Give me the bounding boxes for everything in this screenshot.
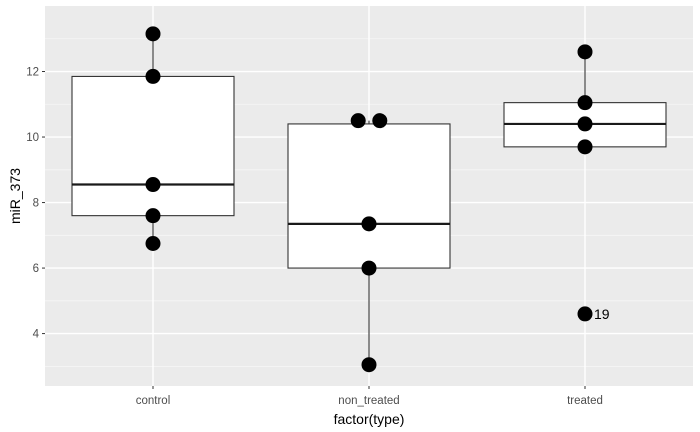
- y-tick-label: 4: [33, 329, 40, 341]
- box-control: [71, 75, 235, 217]
- data-point-control: [145, 26, 161, 42]
- annotations: 19: [594, 306, 610, 322]
- y-tick-label: 10: [26, 132, 39, 144]
- data-point-treated: [577, 95, 593, 111]
- data-point-control: [145, 68, 161, 84]
- point-label: 19: [594, 306, 610, 322]
- points: [145, 26, 593, 373]
- data-point-non_treated: [372, 113, 388, 129]
- data-point-non_treated: [361, 216, 377, 232]
- y-tick-label: 6: [33, 263, 39, 275]
- data-point-control: [145, 208, 161, 224]
- data-point-non_treated: [350, 113, 366, 129]
- x-tick-label-control: control: [136, 395, 171, 407]
- data-point-control: [145, 236, 161, 251]
- data-point-treated: [577, 44, 593, 60]
- y-tick-label: 8: [33, 198, 39, 210]
- x-axis-ticks: control non_treated treated: [136, 386, 603, 407]
- data-point-treated: [577, 139, 593, 155]
- data-point-non_treated: [361, 260, 377, 276]
- y-tick-label: 12: [26, 67, 39, 79]
- y-axis-title: miR_373: [7, 168, 23, 224]
- data-point-treated: [577, 306, 593, 322]
- x-axis-title: factor(type): [334, 411, 405, 427]
- data-point-control: [145, 177, 161, 193]
- y-axis-ticks: 4 6 8 10 12: [26, 67, 45, 341]
- x-tick-label-non_treated: non_treated: [338, 395, 399, 407]
- box-non_treated: [287, 123, 451, 269]
- data-point-non_treated: [361, 357, 377, 373]
- data-point-treated: [577, 116, 593, 132]
- x-tick-label-treated: treated: [567, 395, 603, 407]
